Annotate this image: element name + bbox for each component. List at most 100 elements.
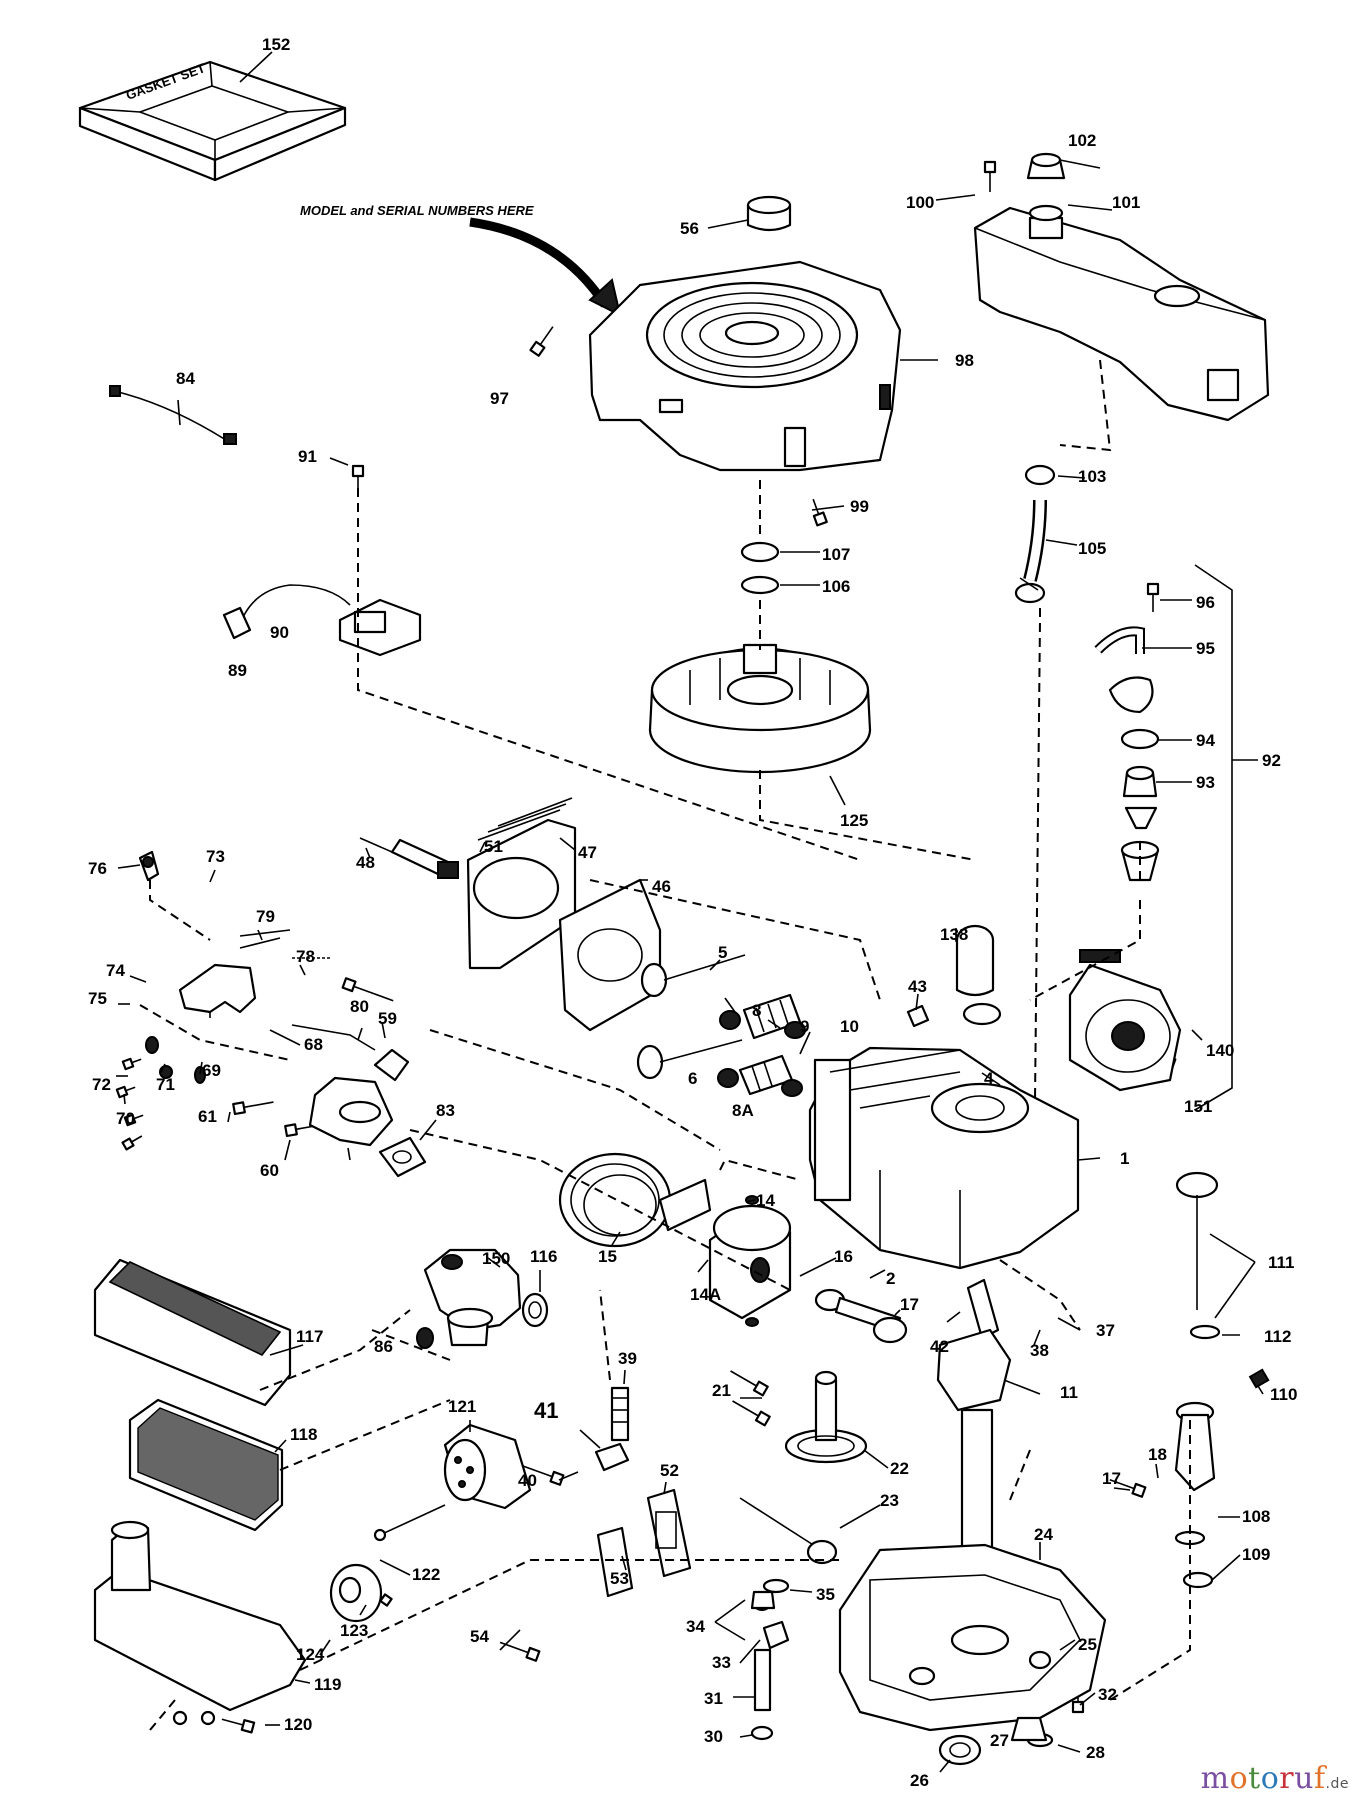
part-label: 68 [304,1035,323,1054]
part-label: 151 [1184,1097,1212,1116]
governor-bracket [138,850,376,1084]
part-label: 118 [290,1425,317,1444]
part-label: 11 [1060,1383,1078,1402]
leader-lines [116,51,1264,1773]
watermark-letter: o [1260,1761,1280,1796]
part-label: 24 [1034,1525,1053,1544]
watermark-suffix: .de [1325,1776,1349,1792]
part-label: 80 [350,997,369,1016]
part-label: 123 [340,1621,368,1640]
part-label: 120 [284,1715,312,1734]
governor-parts [750,1578,1054,1766]
part-label: 103 [1078,467,1106,486]
oil-fill-tube [1174,1401,1216,1589]
part-label: 93 [1196,773,1215,792]
part-label: 96 [1196,593,1215,612]
part-label: 98 [955,351,974,370]
part-label: 100 [906,193,934,212]
part-label: 17 [900,1295,919,1314]
connecting-rod [814,1288,908,1344]
part-label: 106 [822,577,850,596]
part-label: 53 [610,1569,629,1588]
part-label: 116 [530,1247,557,1266]
part-label: 107 [822,545,850,564]
watermark-letter: o [1229,1761,1249,1796]
gasket-set-box: GASKET SET [78,60,347,182]
part-label: 8A [732,1101,754,1120]
part-label: 97 [490,389,509,408]
part-label: 138 [940,925,968,944]
part-label: 14A [690,1285,721,1304]
spacer-123 [329,1563,383,1623]
watermark-letter: t [1248,1761,1261,1796]
plug-cap [746,195,792,232]
callout-text: MODEL and SERIAL NUMBERS HERE [300,203,534,218]
fuel-tank [973,152,1270,422]
piston [708,1195,792,1327]
air-filter-parts [93,1258,307,1726]
part-label: 41 [534,1398,558,1423]
part-label: 52 [660,1461,679,1480]
fasteners [115,160,1270,1734]
crankcase-base [838,1543,1107,1732]
part-label: 83 [436,1101,455,1120]
part-label: 112 [1264,1327,1291,1346]
part-label: 35 [816,1585,835,1604]
part-label: 102 [1068,131,1096,150]
part-label: 125 [840,811,868,830]
watermark: motoruf.de [1201,1761,1349,1796]
part-label: 1 [1120,1149,1129,1168]
blower-housing [588,260,902,472]
part-label: 76 [88,859,107,878]
part-label: 121 [448,1397,476,1416]
part-label: 10 [840,1017,859,1036]
muffler [443,1423,532,1510]
part-label: 16 [834,1247,853,1266]
carburetor [416,1248,549,1349]
part-label: 37 [1096,1321,1115,1340]
part-label: 92 [1262,751,1281,770]
part-label: 109 [1242,1545,1270,1564]
part-label: 94 [1196,731,1215,750]
part-label: 8 [752,1001,761,1020]
tappet-23 [739,1497,838,1565]
part-label: 54 [470,1627,489,1646]
part-label: 5 [718,943,727,962]
part-label: 108 [1242,1507,1270,1526]
watermark-letter: r [1279,1761,1295,1796]
part-label: 59 [378,1009,397,1028]
watermark-text: motoruf [1201,1761,1326,1796]
assembly-lines [139,359,1191,1731]
part-label: 17 [1102,1469,1121,1488]
part-label: 61 [198,1107,217,1126]
part-label: 56 [680,219,699,238]
part-label: 47 [578,843,597,862]
part-label: 150 [482,1249,510,1268]
part-label: 110 [1270,1385,1297,1404]
ignition-parts [109,385,422,657]
part-label: 101 [1112,193,1140,212]
watermark-letter: m [1200,1761,1230,1796]
part-label: 18 [1148,1445,1167,1464]
part-label: 95 [1196,639,1215,658]
watermark-letter: f [1313,1761,1326,1796]
part-label: 111 [1268,1253,1295,1272]
fuel-line [1014,464,1056,604]
part-label: 4 [984,1069,994,1088]
part-label: 122 [412,1565,440,1584]
part-label: 72 [92,1075,111,1094]
part-label: 23 [880,1491,899,1510]
part-label: 32 [1098,1685,1117,1704]
rewind-starter [1068,949,1182,1092]
part-label: 79 [256,907,275,926]
part-label: 26 [910,1771,929,1790]
part-label: 40 [518,1471,537,1490]
part-label: 48 [356,853,375,872]
part-label: 74 [106,961,125,980]
part-label: 38 [1030,1341,1049,1360]
part-label: 43 [908,977,927,996]
exhaust-parts [594,1386,692,1598]
model-serial-callout: MODEL and SERIAL NUMBERS HERE [300,203,622,317]
